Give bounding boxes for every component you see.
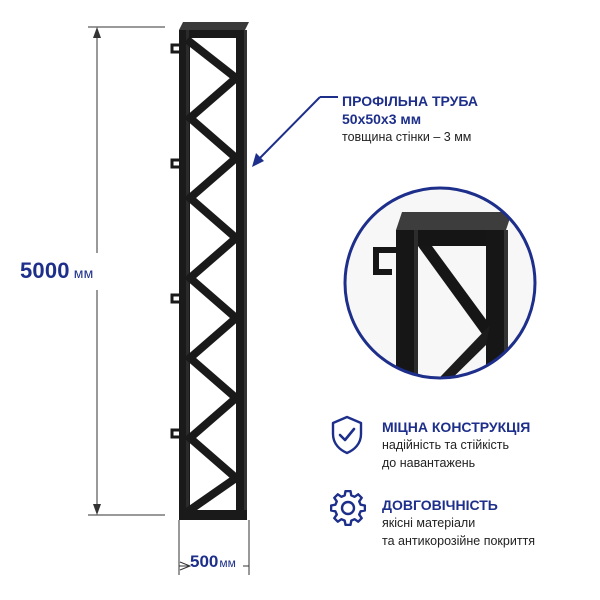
feature-durability: ДОВГОВІЧНІСТЬ якісні матеріали та антико…: [382, 496, 535, 550]
callout-title: ПРОФІЛЬНА ТРУБА: [342, 93, 478, 109]
height-unit: мм: [73, 265, 94, 281]
callout-size: 50х50х3 мм: [342, 111, 422, 127]
feature-line1: надійність та стійкість: [382, 438, 510, 452]
feature-strong-construction: МІЦНА КОНСТРУКЦІЯ надійність та стійкіст…: [382, 418, 530, 472]
detail-zoom-circle: [343, 186, 537, 380]
gear-icon: [330, 490, 366, 526]
profile-pipe-callout: ПРОФІЛЬНА ТРУБА 50х50х3 мм товщина стінк…: [342, 92, 478, 146]
height-dimension-line: [88, 26, 165, 516]
width-dimension-line: [178, 520, 250, 575]
height-value: 5000: [20, 258, 70, 283]
width-dimension-label: 500мм: [190, 552, 236, 572]
shield-check-icon: [331, 415, 363, 455]
callout-arrow: [252, 96, 338, 167]
truss-frame: [170, 22, 249, 520]
callout-note: товщина стінки – 3 мм: [342, 130, 472, 144]
feature-line1: якісні матеріали: [382, 516, 476, 530]
feature-line2: до навантажень: [382, 456, 476, 470]
feature-line2: та антикорозійне покриття: [382, 534, 536, 548]
width-value: 500: [190, 552, 219, 571]
width-unit: мм: [219, 556, 236, 570]
feature-title: МІЦНА КОНСТРУКЦІЯ: [382, 419, 531, 435]
feature-title: ДОВГОВІЧНІСТЬ: [382, 497, 498, 513]
